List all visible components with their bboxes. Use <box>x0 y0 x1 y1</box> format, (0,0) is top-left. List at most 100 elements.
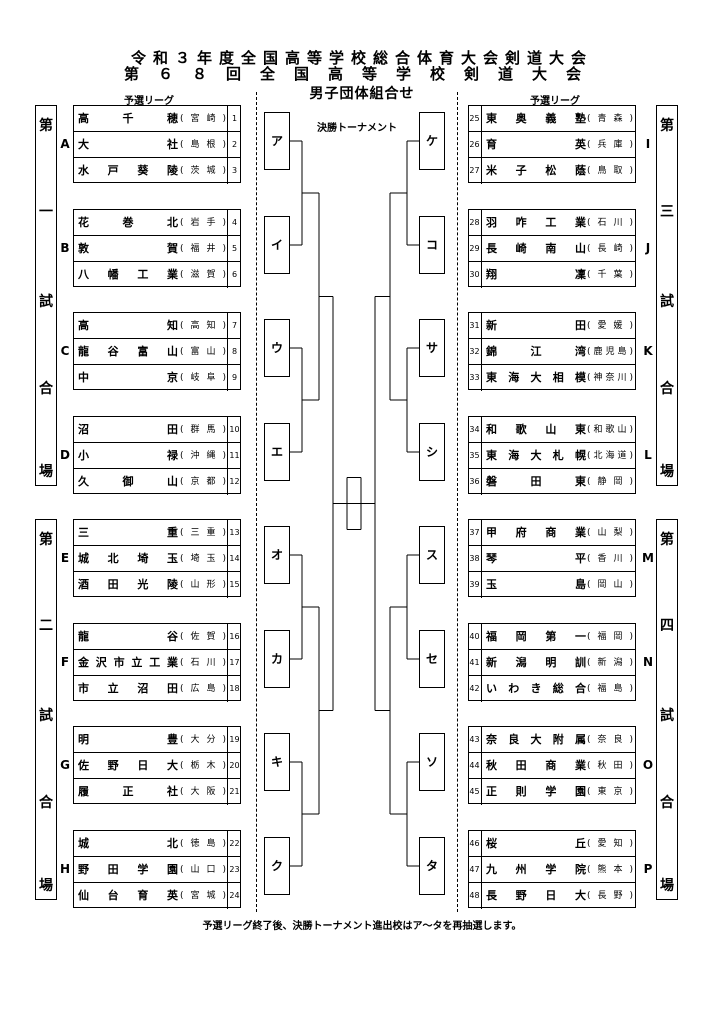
prefecture-char: 鹿 <box>593 347 603 357</box>
school-name-char: 潟 <box>515 656 527 669</box>
school-prefecture: (兵庫) <box>587 139 633 151</box>
school-name-char: 平 <box>575 552 586 565</box>
tournament-slot: シ <box>419 423 445 481</box>
prefecture-char: 本 <box>613 865 623 875</box>
prefecture-char: 高 <box>190 321 200 331</box>
school-name: 龍谷富山 <box>78 345 178 359</box>
prefecture-char: ( <box>587 735 591 745</box>
prefecture-char: ) <box>629 632 633 642</box>
venue-char: 一 <box>39 204 53 220</box>
group-letter: P <box>643 862 653 876</box>
school-name-char: 州 <box>515 863 527 876</box>
school-number: 47 <box>469 865 480 874</box>
number-divider <box>481 132 482 158</box>
prefecture-char: 取 <box>613 166 623 176</box>
prefecture-char: ) <box>222 425 226 435</box>
prefecture-char: ( <box>587 684 591 694</box>
number-divider <box>227 676 228 702</box>
venue-char: 合 <box>39 795 53 811</box>
prefecture-char: ( <box>587 321 591 331</box>
prefecture-char: ( <box>180 347 184 357</box>
school-name-char: 明 <box>545 656 557 669</box>
school-name: 履正社 <box>78 785 178 799</box>
school-name: 正則学園 <box>486 785 586 799</box>
school-row: 履正社(大阪)21 <box>74 779 240 805</box>
prefecture-char: ( <box>587 554 591 564</box>
school-name-char: 社 <box>167 785 178 798</box>
number-divider <box>227 650 228 676</box>
group-letter: K <box>643 344 653 358</box>
prefecture-char: 沖 <box>190 451 200 461</box>
prefecture-char: 児 <box>605 347 615 357</box>
prefecture-char: 梨 <box>613 528 623 538</box>
school-number: 4 <box>231 218 238 227</box>
school-name-char: 札 <box>552 449 564 462</box>
school-name-char: 業 <box>166 268 178 281</box>
school-number: 35 <box>469 451 480 460</box>
number-divider <box>227 158 228 184</box>
row-divider <box>469 882 635 883</box>
prefecture-char: ) <box>629 839 633 849</box>
school-name-char: 九 <box>486 863 497 876</box>
school-name-char: 園 <box>574 785 586 798</box>
school-number: 25 <box>469 114 480 123</box>
school-prefecture: (北海道) <box>587 450 633 462</box>
number-divider <box>481 313 482 339</box>
school-number: 27 <box>469 166 480 175</box>
prefecture-char: 島 <box>206 839 216 849</box>
school-row: 長野日大(長野)48 <box>469 883 635 909</box>
school-name-char: 山 <box>574 242 586 255</box>
school-prefecture: (福島) <box>587 683 633 695</box>
prefecture-char: 秋 <box>597 761 607 771</box>
school-name-char: 磐 <box>486 475 497 488</box>
school-number: 21 <box>229 787 240 796</box>
school-row: 奈良大附属(奈良)43 <box>469 727 635 753</box>
school-name-char: 千 <box>122 112 134 125</box>
prefecture-char: 木 <box>206 761 216 771</box>
school-number: 37 <box>469 528 480 537</box>
school-name-char: 敦 <box>78 242 89 255</box>
school-name: 八幡工業 <box>78 268 178 282</box>
school-name-char: 市 <box>78 682 89 695</box>
school-name: 水戸葵陵 <box>78 164 178 178</box>
school-name-char: 業 <box>166 656 178 669</box>
school-name-char: 相 <box>552 371 564 384</box>
prefecture-char: ( <box>180 658 184 668</box>
venue-char: 二 <box>39 618 53 634</box>
row-divider <box>74 442 240 443</box>
school-name-char: 長 <box>486 242 497 255</box>
group-letter: A <box>60 137 70 151</box>
school-name-char: 酒 <box>78 578 89 591</box>
school-number: 13 <box>229 528 240 537</box>
venue-char: 第 <box>660 118 674 134</box>
prefecture-char: ) <box>222 373 226 383</box>
prefecture-char: ) <box>222 166 226 176</box>
venue-char: 第 <box>39 118 53 134</box>
prefecture-char: 奈 <box>605 373 615 383</box>
school-row: 秋田商業(秋田)44 <box>469 753 635 779</box>
prefecture-char: ( <box>180 244 184 254</box>
school-name-char: 一 <box>574 630 586 643</box>
school-name-char: 山 <box>545 423 557 436</box>
school-prefecture: (佐賀) <box>180 631 226 643</box>
school-row: 三重(三重)13 <box>74 520 240 546</box>
school-name-char: 福 <box>486 630 497 643</box>
venue-char: 試 <box>39 294 53 310</box>
school-name: 花巻北 <box>78 216 178 230</box>
school-name-char: 錦 <box>486 345 497 358</box>
school-prefecture: (鳥取) <box>587 165 633 177</box>
school-name-char: 田 <box>167 423 178 436</box>
prefecture-char: ( <box>180 580 184 590</box>
school-name-char: 訓 <box>574 656 586 669</box>
school-row: 育英(兵庫)26 <box>469 132 635 158</box>
prefecture-char: ) <box>222 528 226 538</box>
school-name: 久御山 <box>78 475 178 489</box>
school-prefecture: (石川) <box>587 217 633 229</box>
